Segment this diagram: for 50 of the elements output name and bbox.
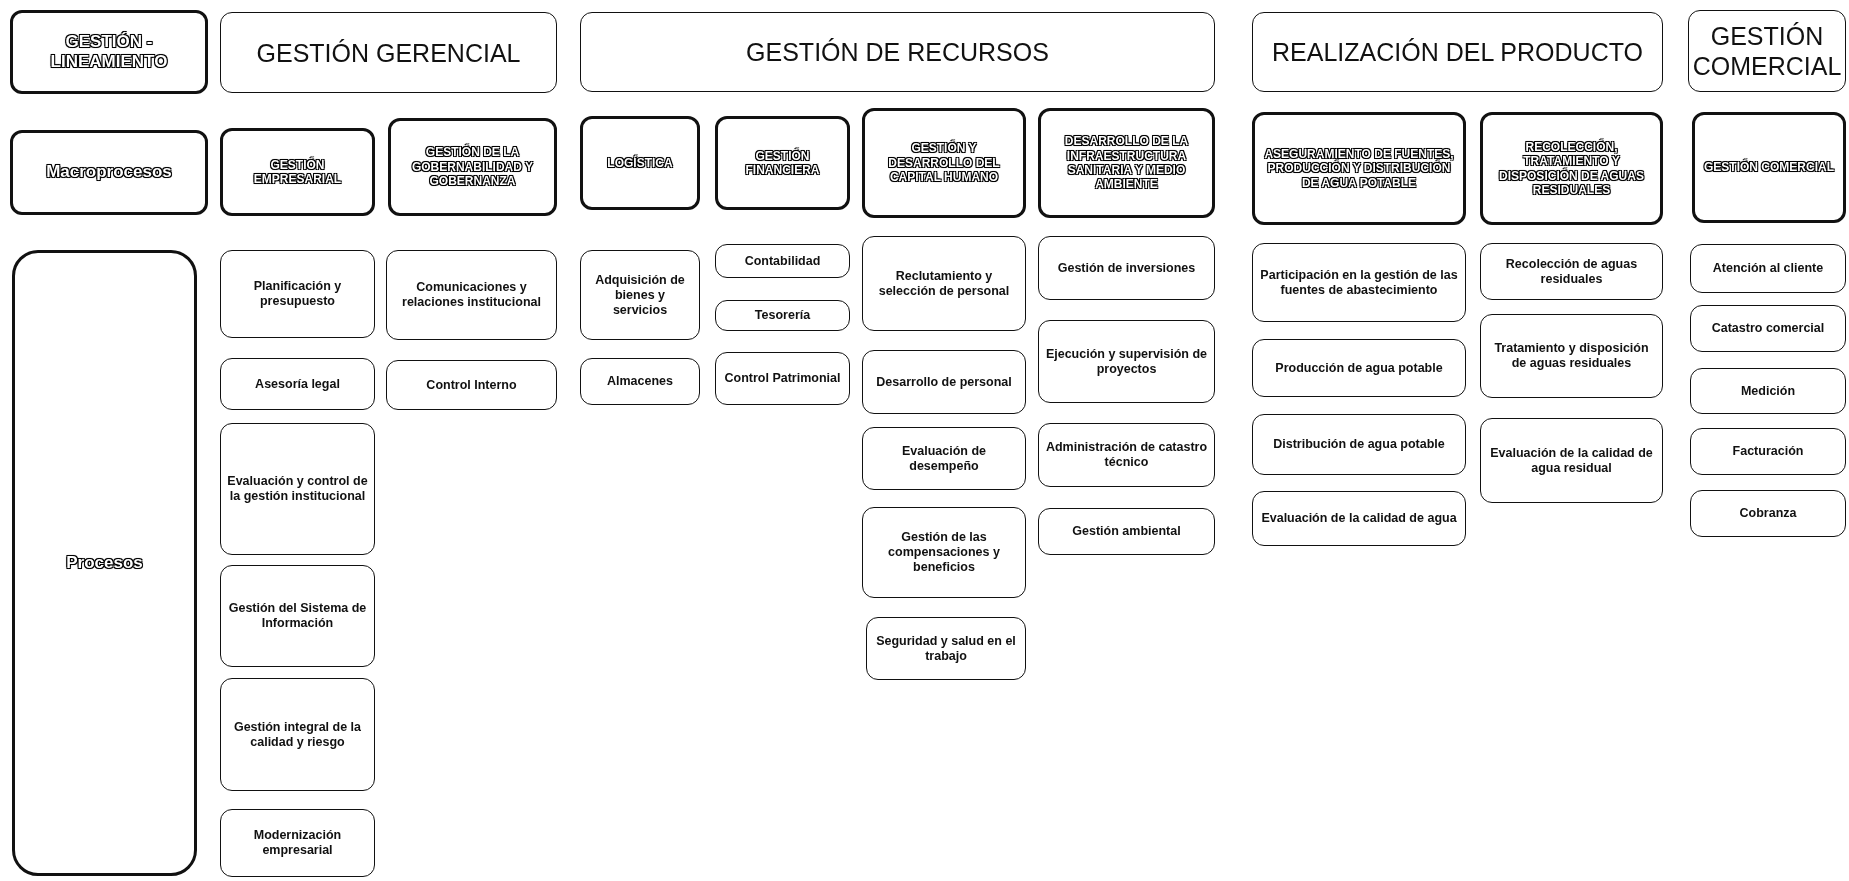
process-box: Tratamiento y disposición de aguas residuales (1480, 314, 1663, 398)
process-box: Catastro comercial (1690, 305, 1846, 352)
process-box: Gestión de inversiones (1038, 236, 1215, 300)
macroprocess-box: RECOLECCIÓN, TRATAMIENTO Y DISPOSICIÓN DE AGUAS RESIDUALES (1480, 112, 1663, 225)
process-box: Asesoría legal (220, 358, 375, 410)
process-box: Distribución de agua potable (1252, 414, 1466, 475)
macroprocess-box: GESTIÓN FINANCIERA (715, 116, 850, 210)
process-box: Comunicaciones y relaciones institucional (386, 250, 557, 340)
process-box: Evaluación de la calidad de agua (1252, 491, 1466, 546)
process-box: Participación en la gestión de las fuentes de abastecimiento (1252, 243, 1466, 322)
process-box: Administración de catastro técnico (1038, 423, 1215, 487)
area-header-box: GESTIÓN DE RECURSOS (580, 12, 1215, 92)
process-box: Gestión de las compensaciones y beneficios (862, 507, 1026, 598)
row-label-box: Macroprocesos (10, 130, 208, 215)
macroprocess-box: GESTIÓN Y DESARROLLO DEL CAPITAL HUMANO (862, 108, 1026, 218)
area-header-box: GESTIÓN COMERCIAL (1688, 10, 1846, 92)
process-box: Adquisición de bienes y servicios (580, 250, 700, 340)
area-header-box: REALIZACIÓN DEL PRODUCTO (1252, 12, 1663, 92)
process-box: Tesorería (715, 300, 850, 331)
process-box: Seguridad y salud en el trabajo (866, 617, 1026, 680)
process-box: Reclutamiento y selección de personal (862, 236, 1026, 331)
process-box: Evaluación de la calidad de agua residual (1480, 418, 1663, 503)
process-box: Desarrollo de personal (862, 350, 1026, 414)
process-box: Atención al cliente (1690, 244, 1846, 293)
process-box: Control Patrimonial (715, 352, 850, 405)
process-box: Gestión ambiental (1038, 508, 1215, 555)
macroprocess-box: GESTIÓN EMPRESARIAL (220, 128, 375, 216)
process-box: Gestión integral de la calidad y riesgo (220, 678, 375, 791)
macroprocess-box: GESTIÓN DE LA GOBERNABILIDAD Y GOBERNANZA (388, 118, 557, 216)
macroprocess-box: ASEGURAMIENTO DE FUENTES, PRODUCCIÓN Y DISTRIBUCIÓN DE AGUA POTABLE (1252, 112, 1466, 225)
process-box: Almacenes (580, 358, 700, 405)
process-box: Medición (1690, 368, 1846, 414)
process-box: Planificación y presupuesto (220, 250, 375, 338)
row-label-box: GESTIÓN - LINEAMIENTO (10, 10, 208, 94)
process-box: Facturación (1690, 428, 1846, 475)
macroprocess-box: LOGÍSTICA (580, 116, 700, 210)
process-box: Producción de agua potable (1252, 339, 1466, 397)
process-box: Recolección de aguas residuales (1480, 243, 1663, 300)
process-box: Evaluación de desempeño (862, 427, 1026, 490)
macroprocess-box: GESTIÓN COMERCIAL (1692, 112, 1846, 223)
process-box: Evaluación y control de la gestión institucional (220, 423, 375, 555)
process-box: Control Interno (386, 360, 557, 410)
process-box: Modernización empresarial (220, 809, 375, 877)
process-box: Ejecución y supervisión de proyectos (1038, 320, 1215, 403)
area-header-box: GESTIÓN GERENCIAL (220, 12, 557, 93)
row-label-box: Procesos (12, 250, 197, 876)
process-box: Cobranza (1690, 490, 1846, 537)
process-box: Contabilidad (715, 244, 850, 278)
macroprocess-box: DESARROLLO DE LA INFRAESTRUCTURA SANITARIA Y MEDIO AMBIENTE (1038, 108, 1215, 218)
process-box: Gestión del Sistema de Información (220, 565, 375, 667)
